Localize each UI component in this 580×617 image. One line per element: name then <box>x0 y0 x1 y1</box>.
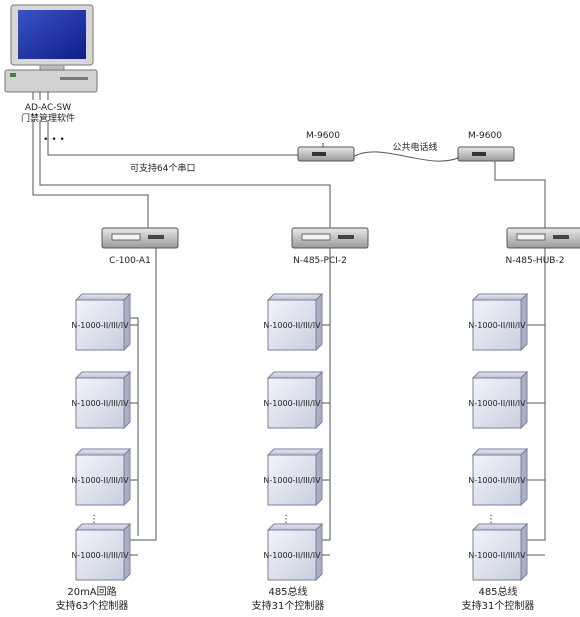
computer-label-model: AD-AC-SW <box>25 103 71 113</box>
controller-pci-1: N-1000-II/III/IV <box>263 292 330 352</box>
controller-c100-1: N-1000-II/III/IV <box>71 292 138 352</box>
controller-box-icon <box>267 377 317 429</box>
controller-label: N-1000-II/III/IV <box>71 321 129 330</box>
controller-label: N-1000-II/III/IV <box>263 399 321 408</box>
controller-box-icon <box>472 529 522 581</box>
caption-pci-line2: 支持31个控制器 <box>252 599 325 612</box>
controller-pci-4: N-1000-II/III/IV <box>263 522 330 582</box>
modem-left: M-9600 <box>297 131 355 162</box>
controller-box-icon <box>472 454 522 506</box>
controller-hub-3: N-1000-II/III/IV <box>468 447 545 507</box>
controller-label: N-1000-II/III/IV <box>263 551 321 560</box>
line-pc-to-c100 <box>32 120 149 228</box>
modem-right-label: M-9600 <box>468 131 502 141</box>
caption-pci-line1: 485总线 <box>268 585 307 598</box>
bus-line-pci <box>320 248 331 541</box>
line-modem-to-hub <box>494 158 546 228</box>
line-pc-to-modem <box>47 120 324 156</box>
controller-label: N-1000-II/III/IV <box>71 476 129 485</box>
controller-hub-1: N-1000-II/III/IV <box>468 292 545 352</box>
bus-line-c100-b <box>127 317 139 536</box>
caption-hub-line2: 支持31个控制器 <box>462 599 535 612</box>
controller-pci-2: N-1000-II/III/IV <box>263 370 330 430</box>
port-dots: • • • <box>43 135 65 145</box>
controller-c100-4: N-1000-II/III/IV <box>71 522 138 582</box>
caption-c100-line1: 20mA回路 <box>67 585 116 598</box>
controller-c100-3: N-1000-II/III/IV <box>71 447 138 507</box>
controller-label: N-1000-II/III/IV <box>263 321 321 330</box>
controller-box-icon <box>472 299 522 351</box>
line-pc-to-pci <box>39 120 331 228</box>
controller-c100-2: N-1000-II/III/IV <box>71 370 138 430</box>
phone-line-label: 公共电话线 <box>392 141 437 153</box>
converter-hub-label: N-485-HUB-2 <box>506 256 565 266</box>
controller-box-icon <box>267 529 317 581</box>
controller-box-icon <box>75 299 125 351</box>
controller-label: N-1000-II/III/IV <box>71 551 129 560</box>
controller-label: N-1000-II/III/IV <box>263 476 321 485</box>
controller-label: N-1000-II/III/IV <box>468 321 526 330</box>
pc-case-icon <box>4 69 98 93</box>
bus-line-hub <box>522 248 546 541</box>
phone-line <box>352 151 461 162</box>
more-controllers-dots: ⋮ <box>89 514 99 525</box>
monitor-screen <box>18 10 86 59</box>
controller-box-icon <box>75 454 125 506</box>
controllers: N-1000-II/III/IV N-1000-II/III/IV N-1000-I… <box>71 292 545 582</box>
converter-c100: C-100-A1 <box>101 227 179 266</box>
controller-box-icon <box>267 454 317 506</box>
converter-pci: N-485-PCI-2 <box>291 227 369 266</box>
controller-box-icon <box>75 529 125 581</box>
controller-box-icon <box>75 377 125 429</box>
computer-workstation: AD-AC-SW 门禁管理软件 • • • 可支持64个串口 <box>4 4 195 174</box>
controller-label: N-1000-II/III/IV <box>468 476 526 485</box>
controller-pci-3: N-1000-II/III/IV <box>263 447 330 507</box>
converter-pci-label: N-485-PCI-2 <box>293 256 347 266</box>
ports-note: 可支持64个串口 <box>130 162 195 174</box>
more-controllers-dots: ⋮ <box>281 514 291 525</box>
controller-box-icon <box>472 377 522 429</box>
captions: 20mA回路 支持63个控制器 485总线 支持31个控制器 485总线 支持3… <box>56 585 535 612</box>
caption-c100-line2: 支持63个控制器 <box>56 599 129 612</box>
converter-hub: N-485-HUB-2 <box>506 227 580 266</box>
converter-c100-label: C-100-A1 <box>109 256 151 266</box>
controller-box-icon <box>267 299 317 351</box>
more-controllers-dots: ⋮ <box>486 514 496 525</box>
controller-hub-4: N-1000-II/III/IV <box>468 522 545 582</box>
connection-lines <box>32 120 546 541</box>
controller-hub-2: N-1000-II/III/IV <box>468 370 545 430</box>
converters: C-100-A1 N-485-PCI-2 N-485-HUB-2 <box>101 227 580 266</box>
computer-label-software: 门禁管理软件 <box>21 112 75 124</box>
caption-hub-line1: 485总线 <box>478 585 517 598</box>
bus-line-c100 <box>127 248 157 541</box>
controller-label: N-1000-II/III/IV <box>71 399 129 408</box>
controller-label: N-1000-II/III/IV <box>468 551 526 560</box>
modem-left-label: M-9600 <box>306 131 340 141</box>
controller-label: N-1000-II/III/IV <box>468 399 526 408</box>
modem-right: M-9600 <box>457 131 515 162</box>
